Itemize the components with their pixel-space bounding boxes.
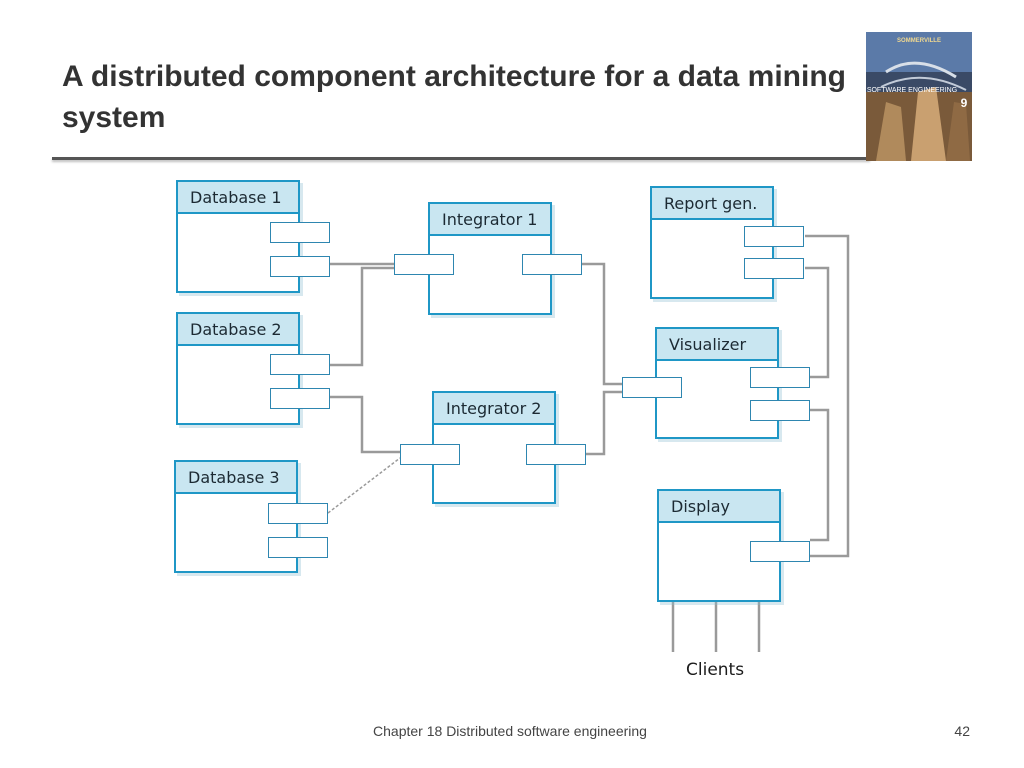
book-cover-image: SOMMERVILLE SOFTWARE ENGINEERING 9 [866, 32, 972, 161]
connector-report-bus [805, 234, 850, 558]
component-label: Integrator 2 [434, 393, 554, 425]
component-label: Report gen. [652, 188, 772, 220]
connector-int2-vis [586, 390, 622, 456]
port-vis-1 [750, 367, 810, 388]
port-int1-out [522, 254, 582, 275]
component-label: Database 1 [178, 182, 298, 214]
port-db3-2 [268, 537, 328, 558]
port-db1-1 [270, 222, 330, 243]
port-db2-2 [270, 388, 330, 409]
page-number: 42 [954, 723, 970, 739]
connector-db2-int2 [330, 395, 400, 454]
connector-db3-int2 [327, 457, 401, 514]
title-divider [52, 157, 870, 160]
port-report-2 [744, 258, 804, 279]
component-database-3: Database 3 [174, 460, 298, 573]
clients-label: Clients [686, 660, 745, 680]
port-int2-out [526, 444, 586, 465]
slide-footer: Chapter 18 Distributed software engineer… [373, 723, 647, 739]
port-display-1 [750, 541, 810, 562]
port-vis-2 [750, 400, 810, 421]
port-int2-in [400, 444, 460, 465]
cover-author-text: SOMMERVILLE [897, 38, 941, 44]
port-report-1 [744, 226, 804, 247]
component-label: Visualizer [657, 329, 777, 361]
connector-int1-vis [582, 262, 622, 386]
connector-report-vis [805, 266, 830, 379]
component-label: Display [659, 491, 779, 523]
component-label: Database 2 [178, 314, 298, 346]
connector-vis-display [810, 408, 830, 542]
port-vis-in [622, 377, 682, 398]
port-db2-1 [270, 354, 330, 375]
component-label: Database 3 [176, 462, 296, 494]
port-db3-1 [268, 503, 328, 524]
connector-db2-int1 [330, 266, 394, 367]
cover-edition-text: 9 [961, 96, 968, 110]
cover-title-text: SOFTWARE ENGINEERING [867, 87, 957, 94]
component-label: Integrator 1 [430, 204, 550, 236]
port-int1-in [394, 254, 454, 275]
component-integrator-1: Integrator 1 [428, 202, 552, 315]
port-db1-2 [270, 256, 330, 277]
slide-title: A distributed component architecture for… [62, 60, 846, 134]
